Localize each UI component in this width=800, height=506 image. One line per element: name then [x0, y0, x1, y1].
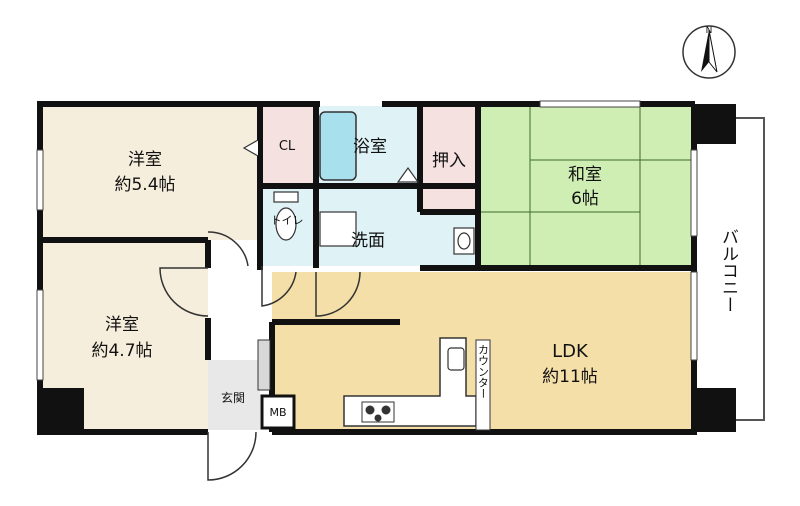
- washroom-label: 洗面: [351, 231, 385, 251]
- storage-label: 押入: [432, 151, 466, 171]
- japanese-room-floor: [480, 106, 692, 266]
- wash-basin: [453, 227, 475, 255]
- stove: [361, 401, 395, 423]
- western-room-1-floor: [42, 106, 258, 240]
- balcony-label: バルコニー: [718, 228, 738, 313]
- counter-label: カウンター: [477, 344, 490, 399]
- bath-step: [396, 166, 420, 183]
- compass: N: [682, 25, 736, 79]
- western-room-2-name: 洋室: [105, 315, 139, 335]
- western-room-1-size: 約5.4帖: [114, 175, 175, 195]
- meter-box-label: MB: [269, 406, 286, 419]
- kitchen-sink: [447, 347, 465, 371]
- western-room-1-name: 洋室: [128, 150, 162, 170]
- pillars: [40, 104, 736, 432]
- counter-bar: [475, 339, 491, 431]
- closet-floor: [262, 106, 314, 184]
- tatami-lines: [480, 106, 692, 266]
- bathtub: [319, 111, 357, 181]
- washing-machine-pan: [319, 211, 357, 247]
- toilet-fixture: [273, 191, 299, 241]
- bathroom-label: 浴室: [353, 137, 387, 157]
- meter-box-outline: [260, 394, 296, 430]
- compass-needle-icon: [701, 30, 709, 72]
- japanese-room-size: 6帖: [571, 189, 599, 209]
- toilet-label: トイレ: [271, 214, 304, 227]
- japanese-room-name: 和室: [568, 165, 602, 185]
- compass-north-label: N: [706, 26, 713, 36]
- western-room-2-size: 約4.7帖: [91, 341, 152, 361]
- windows: [36, 100, 698, 381]
- entrance-floor: [208, 360, 260, 430]
- doors: [159, 231, 361, 481]
- shoe-rack: [257, 339, 271, 391]
- ldk-size: 約11帖: [542, 367, 598, 387]
- entrance-label: 玄関: [221, 390, 245, 405]
- closet-label: CL: [279, 139, 296, 154]
- balcony-rail: [736, 117, 765, 421]
- storage-floor: [422, 106, 478, 212]
- closet-door-mark: [242, 139, 259, 157]
- ldk-name: LDK: [552, 341, 589, 362]
